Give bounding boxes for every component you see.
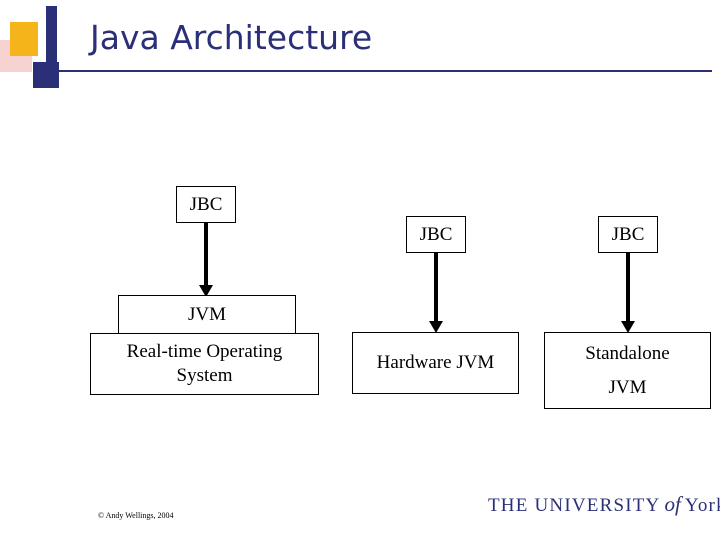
university-of-york-logo: THE UNIVERSITY of York [488,492,720,526]
title-underline-rule [57,70,712,72]
node-standalone-jvm-line1: Standalone [585,342,670,364]
node-standalone-jvm-line2: JVM [608,376,647,398]
copyright-notice: © Andy Wellings, 2004 [98,511,174,520]
decoration-navy-bar [46,6,57,80]
node-jvm-realtime: JVM [118,295,296,334]
node-jbc-hardware: JBC [406,216,466,253]
decoration-navy-square [33,62,59,88]
node-jbc-realtime: JBC [176,186,236,223]
node-hardware-jvm: Hardware JVM [352,332,519,394]
logo-of-text: of [664,492,681,516]
logo-york-text: York [684,495,720,516]
page-title: Java Architecture [90,18,373,57]
node-standalone-jvm: Standalone JVM [544,332,711,409]
logo-the-university-text: THE UNIVERSITY [488,495,661,516]
node-jbc-standalone: JBC [598,216,658,253]
node-real-time-operating-system: Real-time Operating System [90,333,319,395]
decoration-orange-square [10,22,38,56]
